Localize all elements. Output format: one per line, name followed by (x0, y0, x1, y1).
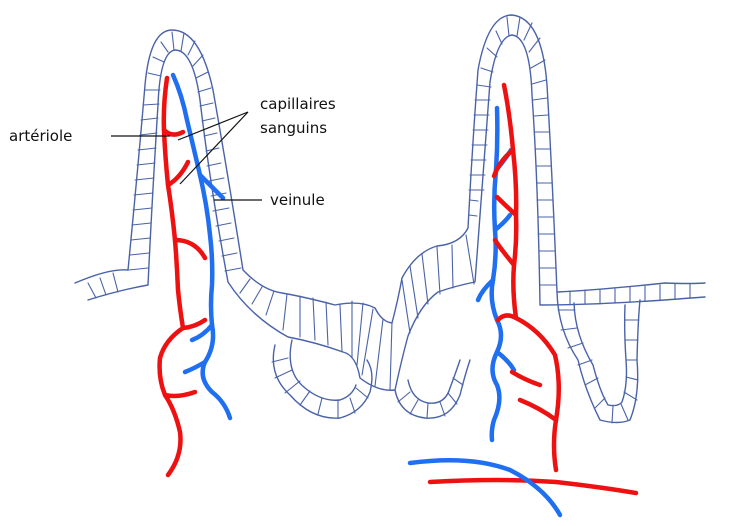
left-capillary-red-3 (175, 240, 205, 258)
base-vein (410, 460, 560, 515)
right-venule-branch-2 (495, 215, 510, 230)
epithelium-right-fold-outer (557, 292, 640, 423)
epithelial-cell-partitions (88, 17, 690, 423)
left-capillary-red-1 (164, 130, 183, 135)
right-capillary-red-5 (512, 372, 540, 385)
epithelium-crypt2-inner (408, 360, 460, 403)
base-vessels (410, 460, 636, 515)
label-venule: veinule (270, 191, 325, 209)
right-capillary-red-4 (498, 315, 516, 320)
capillaries-leader-line-2 (180, 112, 248, 184)
epithelium-right-fold-inner (574, 303, 627, 406)
right-capillary-red-6 (520, 400, 556, 420)
epithelium-layer (75, 15, 705, 423)
label-capillaries-line1: capillaires (260, 95, 336, 113)
left-capillary-red-4 (183, 320, 205, 328)
left-villus-vessels (160, 75, 230, 475)
right-capillary-red-3 (495, 240, 514, 265)
label-capillaries-line2: sanguins (260, 119, 327, 137)
epithelium-outer-edge (75, 15, 705, 323)
epithelium-crypt-outer (273, 345, 372, 418)
left-venule-branch (185, 325, 212, 372)
right-capillary-red-2 (497, 197, 516, 215)
epithelium-crypt-inner (290, 340, 356, 400)
right-villus-vessels (478, 85, 559, 470)
epithelium-crypt2-outer (395, 360, 470, 418)
right-venule-branch-4 (497, 352, 514, 370)
right-venule (492, 108, 501, 440)
left-capillary-red-5 (165, 392, 195, 396)
left-capillary-red-2 (168, 162, 188, 185)
left-arteriole (160, 78, 183, 475)
label-arteriole: artériole (9, 127, 72, 145)
